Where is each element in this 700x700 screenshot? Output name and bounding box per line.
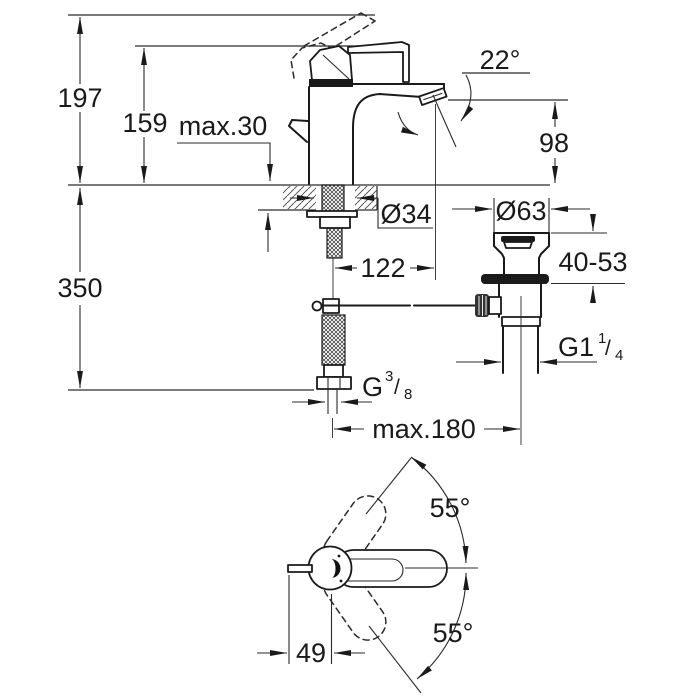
waste-gasket [481,274,549,284]
under-counter-assembly [306,184,476,438]
mounting-nut [319,216,351,229]
swivel-arc-upper [410,456,469,564]
dimension-g3-8: G 3 / 8 [292,368,412,405]
dim-49-label: 49 [296,638,326,668]
faucet-base-circle [307,545,353,591]
tilt-arrow-left [397,111,419,136]
dimension-159: 159 [122,48,168,183]
spout-underside [352,93,423,185]
dimension-98: 98 [539,102,569,183]
dimension-350: 350 [57,188,103,388]
handle-base-band [309,79,353,87]
faucet-plan-view: 55° 55° 49 [257,456,478,694]
swivel-arc-lower [416,572,470,680]
dim-dia34-label: Ø34 [380,199,431,229]
flexible-supply-hose [321,314,346,366]
lever-handle [347,41,410,83]
swivel-axis-lower [368,625,422,694]
dimension-max180: max.180 [334,414,520,444]
dim-max30-label: max.30 [179,111,268,141]
waste-knob-stem [488,296,502,315]
dimension-40-53: 40-53 [551,214,628,303]
drain-assembly [475,232,550,445]
outlet-axis-line [432,94,457,148]
dim-max180-label: max.180 [372,414,476,444]
dim-350-label: 350 [57,273,102,303]
dimension-dia34: Ø34 [290,195,433,229]
dimension-22deg: 22° [480,45,521,75]
threaded-shank [321,184,345,213]
handle-dashed-lower [322,565,387,641]
threaded-rod [326,227,343,259]
dim-197-label: 197 [57,83,102,113]
dimension-max30: max.30 [177,111,273,252]
hose-fitting [323,364,344,378]
dimension-g1-1-4: G1 1 / 4 [456,330,623,365]
aerator [418,87,448,106]
swivel-axis-upper [365,457,412,515]
dim-55-upper-label: 55° [430,493,471,523]
faucet-side-view [288,12,474,280]
waste-plug-cap [501,236,535,242]
dim-22deg-label: 22° [480,45,521,75]
tilt-arrow-right [460,74,474,122]
dim-dia63-label: Ø63 [495,196,546,226]
waste-funnel-right [538,232,550,275]
dim-55-lower-label: 55° [433,618,474,648]
dim-98-label: 98 [539,128,569,158]
pop-up-rod-hook [288,119,309,143]
dim-g1-1-4-label: G1 1 / 4 [558,330,623,364]
dim-g3-8-label: G 3 / 8 [362,368,412,403]
waste-knob [475,294,489,317]
rod-ball-end [311,300,323,312]
pop-up-pin-plan [287,564,313,573]
dim-159-label: 159 [122,108,167,138]
dimension-122: 122 [335,253,434,283]
dim-40-53-label: 40-53 [558,247,627,277]
waste-plug-neck [503,241,533,249]
cartridge-marker [331,559,341,578]
dimension-dia63: Ø63 [452,196,590,232]
dimension-197: 197 [57,17,103,183]
hose-nut [316,376,352,390]
dim-122-label: 122 [360,253,405,283]
waste-funnel-left [493,232,505,275]
